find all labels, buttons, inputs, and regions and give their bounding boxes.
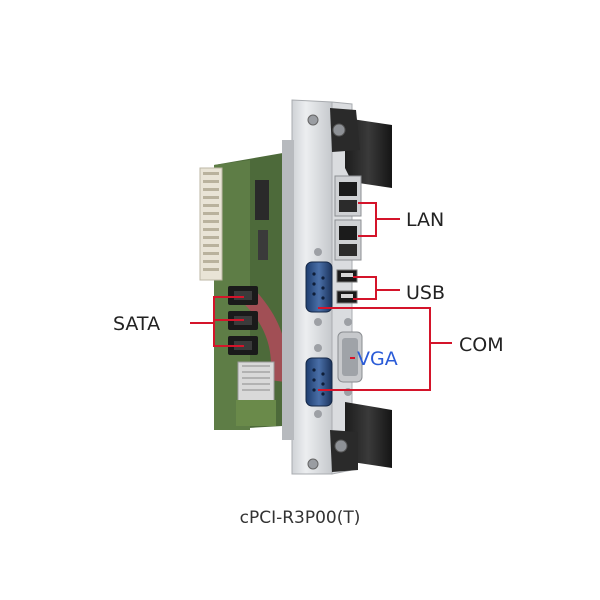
lan-label: LAN [406,209,445,231]
sata-label: SATA [113,313,161,335]
product-caption: cPCI-R3P00(T) [239,508,361,528]
com-label: COM [459,334,504,356]
vga-label: VGA [357,348,398,370]
top-ejector-handle [307,108,392,188]
bottom-ejector-handle [307,402,392,472]
lan-ports [334,175,362,261]
callout-lines [190,202,452,391]
usb-label: USB [406,282,446,304]
com-ports [305,248,333,418]
pcb-board [199,150,300,430]
